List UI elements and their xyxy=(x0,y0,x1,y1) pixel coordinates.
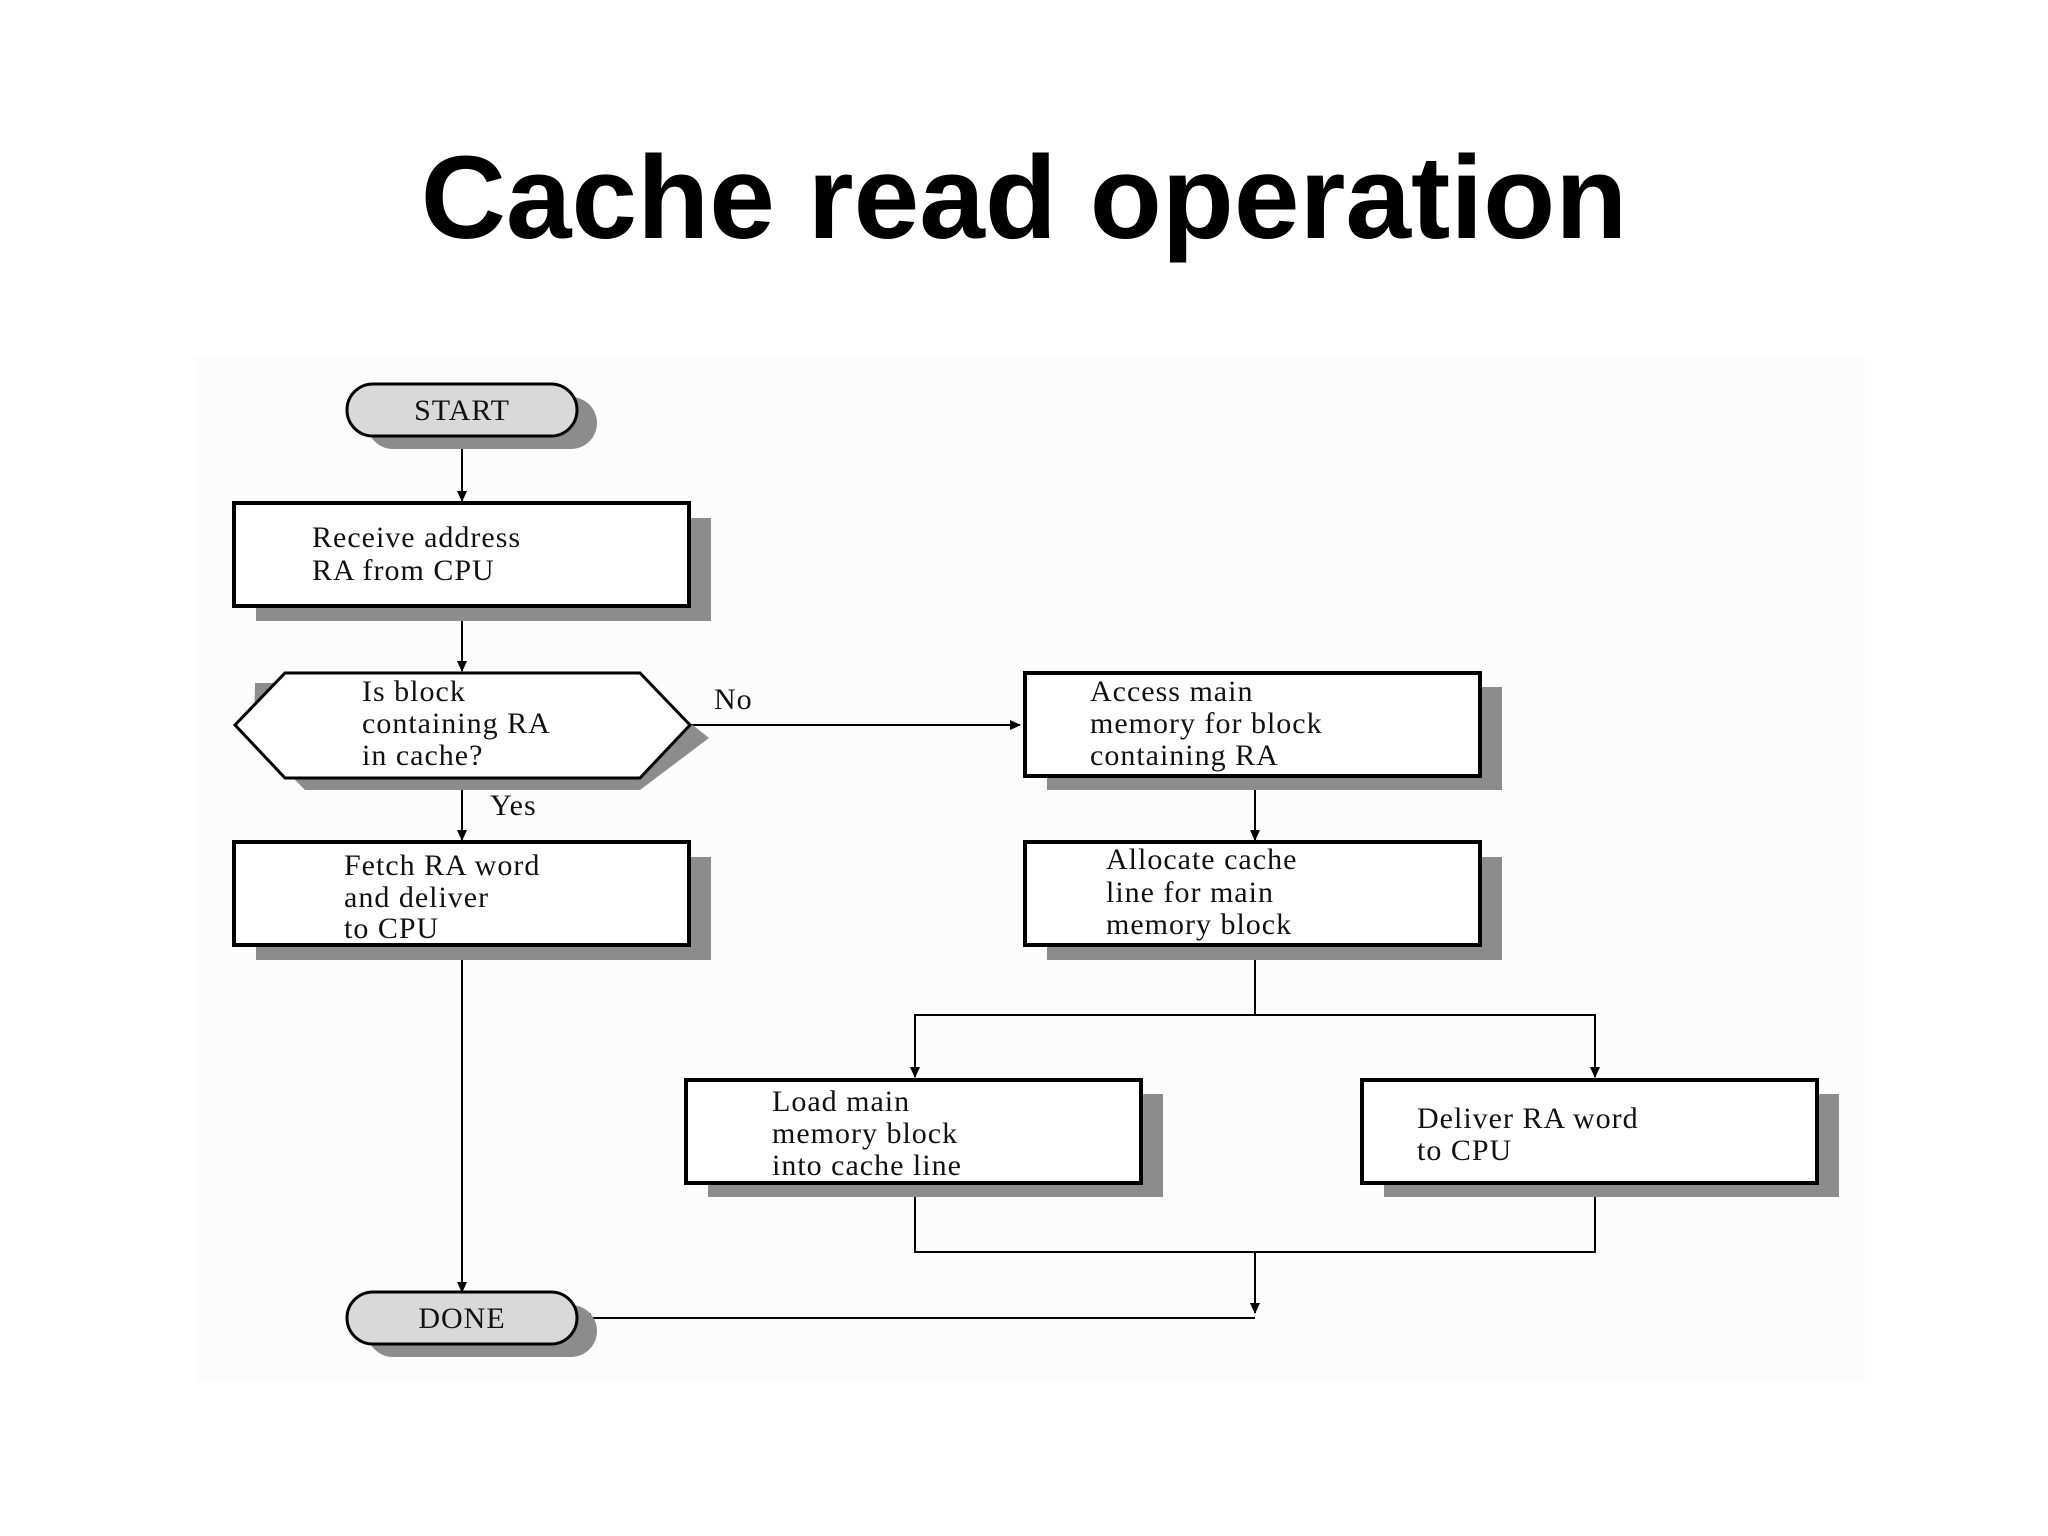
allocate-line-box: Allocate cache line for main memory bloc… xyxy=(1023,840,1502,960)
allocate-line-line-1: Allocate cache xyxy=(1106,843,1297,876)
fetch-deliver-line-2: and deliver xyxy=(344,881,489,914)
access-memory-box: Access main memory for block containing … xyxy=(1023,671,1502,790)
decision-cache-hit: Is block containing RA in cache? xyxy=(232,671,709,790)
fetch-deliver-line-3: to CPU xyxy=(344,912,439,945)
start-terminator: START xyxy=(345,382,597,449)
access-memory-line-1: Access main xyxy=(1090,675,1253,708)
load-block-line-3: into cache line xyxy=(772,1149,962,1182)
access-memory-line-2: memory for block xyxy=(1090,707,1323,740)
load-block-line-2: memory block xyxy=(772,1117,958,1150)
start-label: START xyxy=(414,394,510,427)
done-label: DONE xyxy=(418,1302,505,1335)
receive-address-line-2: RA from CPU xyxy=(312,554,495,587)
slide-title: Cache read operation xyxy=(420,132,1628,264)
load-block-line-1: Load main xyxy=(772,1085,910,1118)
done-terminator: DONE xyxy=(345,1290,597,1357)
receive-address-box: Receive address RA from CPU xyxy=(232,501,711,621)
allocate-line-line-2: line for main xyxy=(1106,876,1274,909)
access-memory-line-3: containing RA xyxy=(1090,739,1279,772)
load-block-box: Load main memory block into cache line xyxy=(684,1078,1163,1197)
deliver-word-line-2: to CPU xyxy=(1417,1134,1512,1167)
receive-address-line-1: Receive address xyxy=(312,521,521,554)
decision-line-1: Is block xyxy=(362,675,466,708)
edge-label-yes: Yes xyxy=(490,789,537,822)
fetch-deliver-line-1: Fetch RA word xyxy=(344,849,540,882)
decision-line-3: in cache? xyxy=(362,739,483,772)
edge-allocate-split xyxy=(910,948,1256,1078)
edge-label-no: No xyxy=(714,683,753,716)
decision-line-2: containing RA xyxy=(362,707,551,740)
deliver-word-line-1: Deliver RA word xyxy=(1417,1102,1639,1135)
allocate-line-line-3: memory block xyxy=(1106,908,1292,941)
edge-allocate-split-right xyxy=(1255,1014,1596,1077)
fetch-deliver-box: Fetch RA word and deliver to CPU xyxy=(232,840,711,960)
deliver-word-box: Deliver RA word to CPU xyxy=(1360,1078,1839,1197)
